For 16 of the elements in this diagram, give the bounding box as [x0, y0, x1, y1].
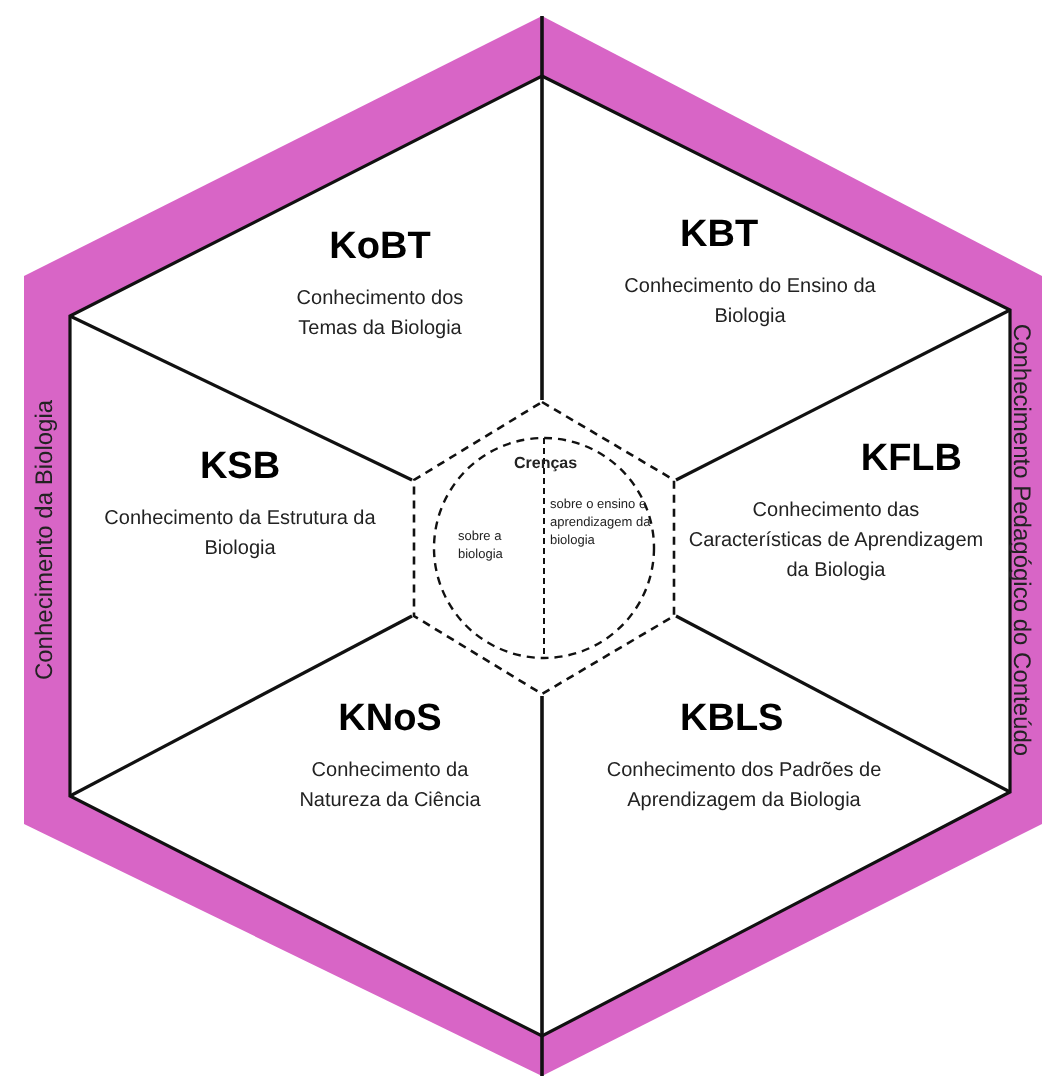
description: Conhecimento da Estrutura da Biologia — [102, 506, 378, 564]
description: Conhecimento dos Padrões de Aprendizagem da Biologia — [604, 758, 884, 816]
acronym: KBLS — [678, 700, 784, 740]
description: Conhecimento das Características de Aprendizagem da Biologia — [686, 498, 986, 586]
acronym: KFLB — [860, 440, 964, 480]
dashed-hexagon — [412, 400, 676, 696]
band-label: Conhecimento da Biologia — [28, 399, 60, 681]
description: Conhecimento dos Temas da Biologia — [294, 286, 466, 344]
band-label: Conhecimento Pedagógico do Conteúdo — [1006, 323, 1038, 757]
acronym: KBT — [678, 216, 759, 256]
description: Conhecimento do Ensino da Biologia — [622, 274, 878, 332]
heading: Crenças — [514, 452, 578, 476]
description: Conhecimento da Natureza da Ciência — [297, 758, 483, 816]
acronym: KSB — [199, 448, 281, 488]
acronym: KNoS — [338, 700, 442, 740]
acronym: KoBT — [329, 228, 431, 268]
